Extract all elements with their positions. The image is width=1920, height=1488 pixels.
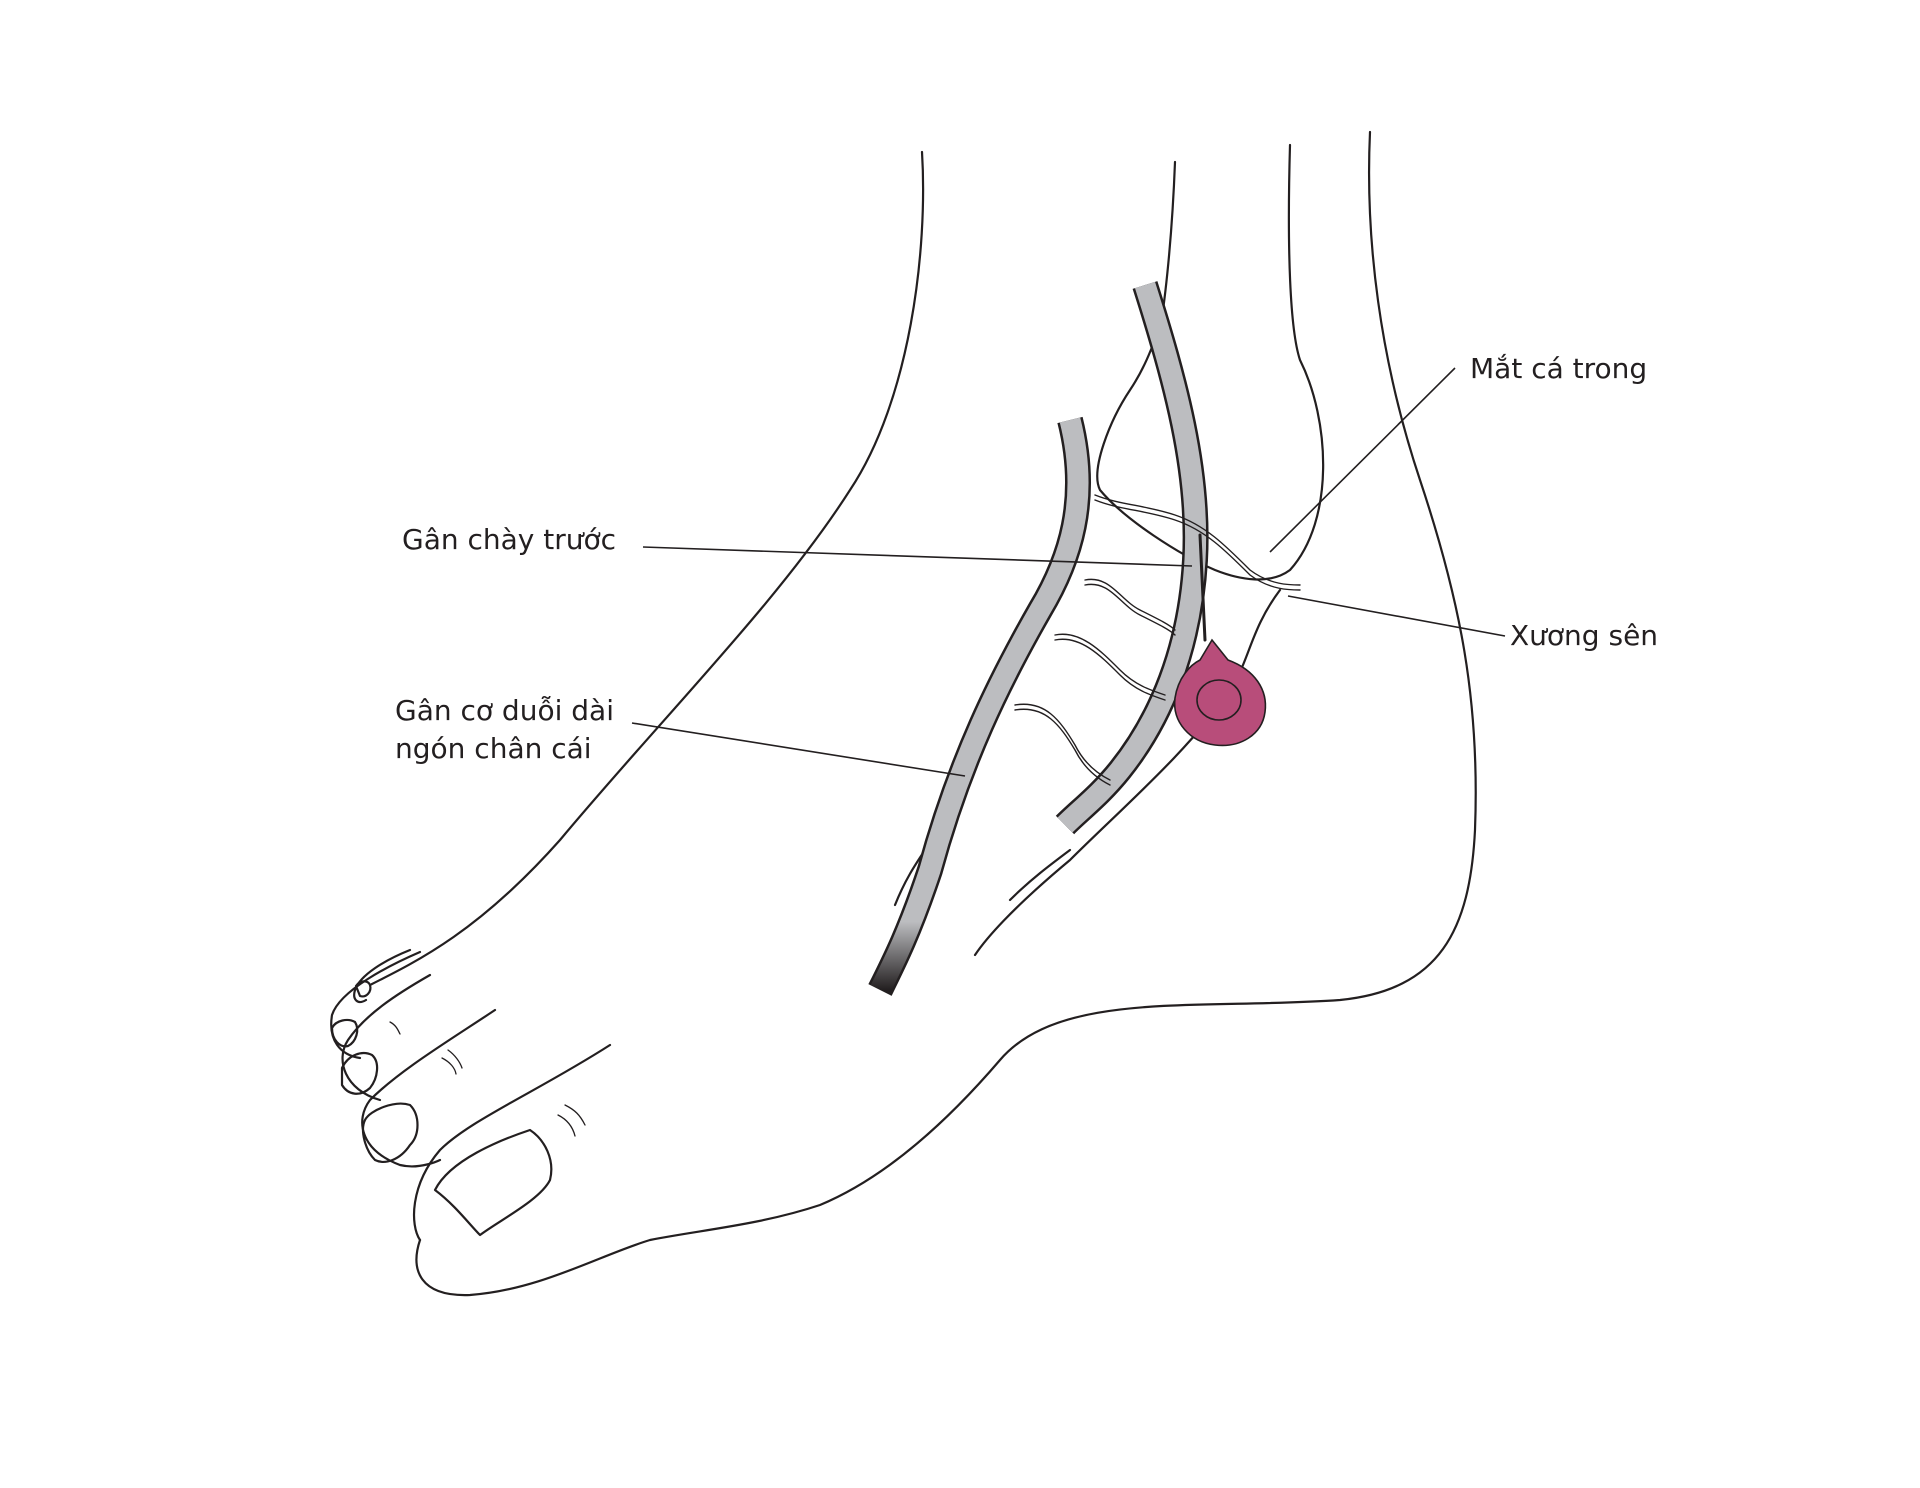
tibialis-anterior-tendon bbox=[1055, 281, 1209, 835]
label-ehl-line2: ngón chân cái bbox=[395, 732, 592, 765]
label-ehl-line1: Gân cơ duỗi dài bbox=[395, 694, 614, 727]
label-tibialis-anterior: Gân chày trước bbox=[402, 523, 617, 556]
ehl-tendon bbox=[868, 416, 1092, 996]
foot-outline bbox=[330, 130, 1477, 1297]
label-medial-malleolus: Mắt cá trong bbox=[1470, 352, 1648, 385]
retinaculum-lines bbox=[1014, 494, 1301, 786]
label-talus: Xương sên bbox=[1510, 619, 1659, 652]
injection-site-marker bbox=[1173, 638, 1267, 747]
leader-lines bbox=[631, 367, 1506, 777]
